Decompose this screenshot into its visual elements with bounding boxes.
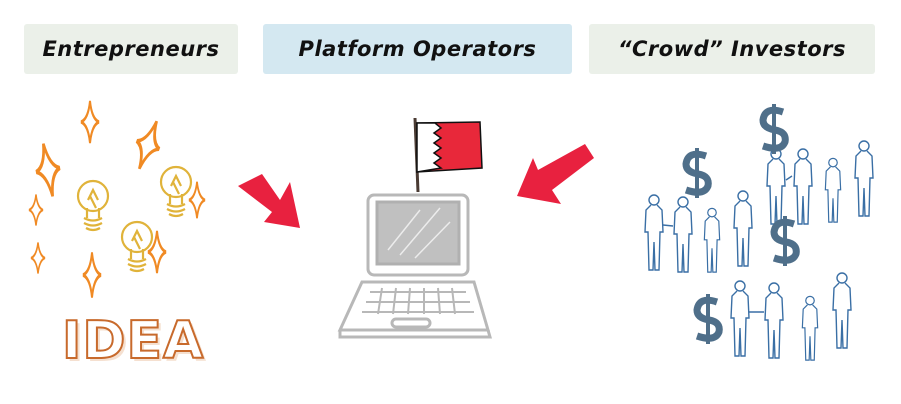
entrepreneurs-label: Entrepreneurs (24, 24, 238, 74)
person-icon (854, 140, 874, 217)
crowd-group (644, 140, 874, 361)
sparkle-icon (32, 142, 65, 199)
sparkle-icon (27, 193, 45, 227)
dollar-icon (763, 104, 785, 154)
arrow-right-icon (238, 174, 300, 228)
person-icon (766, 148, 786, 225)
dollar-icon (686, 148, 708, 198)
dollar-icon (774, 216, 796, 266)
dollar-icon (697, 294, 719, 344)
person-icon (673, 196, 693, 273)
sparkles-group (27, 99, 207, 300)
dollars-group (686, 104, 796, 344)
sparkle-icon (146, 229, 168, 275)
lightbulbs-group (76, 165, 193, 273)
person-icon (733, 190, 753, 267)
person-icon (832, 272, 852, 349)
sparkle-icon (126, 115, 170, 175)
person-icon (730, 280, 750, 357)
lightbulb-icon (76, 179, 110, 232)
sparkle-icon (29, 241, 47, 275)
platform-operators-label-text: Platform Operators (298, 37, 537, 61)
flag-icon (413, 117, 483, 193)
person-icon (764, 282, 784, 359)
entrepreneurs-label-text: Entrepreneurs (42, 37, 220, 61)
lightbulb-icon (159, 165, 193, 218)
crowd-investors-label-text: “Crowd” Investors (617, 37, 846, 61)
laptop-icon (337, 193, 492, 339)
idea-text: IDEA (61, 310, 205, 372)
person-icon (703, 207, 721, 273)
person-icon (644, 194, 664, 271)
person-icon (793, 148, 813, 225)
person-icon (824, 157, 842, 223)
crowd-investors-label: “Crowd” Investors (589, 24, 875, 74)
sparkle-icon (187, 180, 207, 220)
sparkle-icon (79, 99, 101, 145)
arrow-left-icon (517, 144, 594, 204)
platform-operators-label: Platform Operators (263, 24, 572, 74)
sparkle-icon (81, 250, 103, 300)
lightbulb-icon (120, 220, 154, 273)
person-icon (801, 295, 819, 361)
